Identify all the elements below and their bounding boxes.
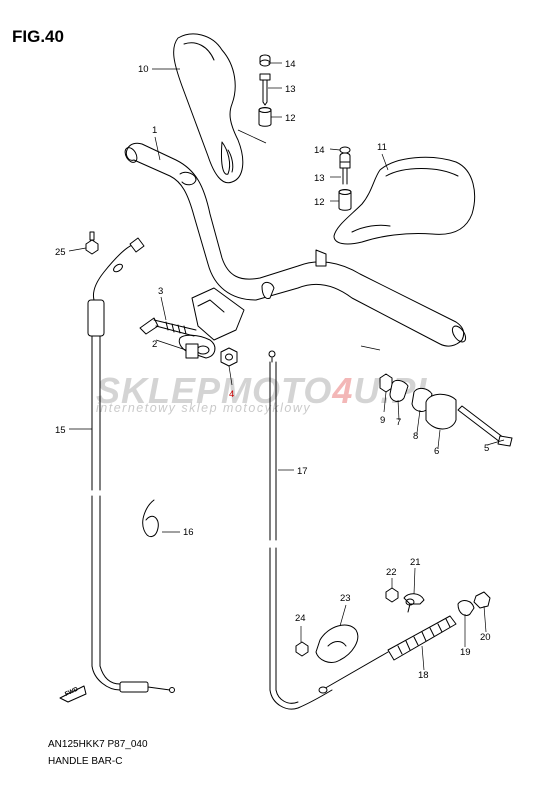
brake-cable <box>268 350 333 710</box>
callout-15: 15 <box>55 425 66 436</box>
right-guard-fasteners <box>338 146 352 211</box>
callout-7: 7 <box>396 417 401 428</box>
throttle-cable <box>87 237 175 693</box>
callout-21: 21 <box>410 557 421 568</box>
callout-14-right: 14 <box>314 145 325 156</box>
left-hand-guard <box>173 33 244 184</box>
cable-adjuster <box>318 615 457 694</box>
right-hand-guard <box>333 156 476 245</box>
section-name: HANDLE BAR-C <box>48 756 123 767</box>
callout-11: 11 <box>377 142 387 153</box>
callout-20: 20 <box>480 632 491 643</box>
callout-23: 23 <box>340 593 351 604</box>
forward-label: FWD <box>64 686 80 697</box>
callout-19: 19 <box>460 647 471 658</box>
callout-1: 1 <box>152 125 157 136</box>
figure-title: FIG.40 <box>12 27 64 46</box>
callout-8: 8 <box>413 431 418 442</box>
model-code: AN125HKK7 P87_040 <box>48 739 148 750</box>
cable-clip <box>142 499 159 537</box>
callout-10: 10 <box>138 64 149 75</box>
watermark-tagline: internetowy sklep motocyklowy <box>96 401 312 415</box>
watermark-brand-prefix: SKLEPMOTO <box>96 370 333 411</box>
callout-9: 9 <box>380 415 385 426</box>
callout-4: 4 <box>229 389 234 400</box>
callout-6: 6 <box>434 446 439 457</box>
small-bolt <box>85 231 99 255</box>
cable-stay <box>385 587 425 613</box>
cable-guide <box>295 624 359 663</box>
callout-16: 16 <box>183 527 194 538</box>
adjuster-nuts <box>457 591 491 617</box>
clamp-bolt <box>139 317 197 337</box>
callout-22: 22 <box>386 567 397 578</box>
handlebar-tube <box>124 142 467 347</box>
left-guard-fasteners <box>258 54 272 127</box>
callout-labels: 10 14 13 12 1 14 11 13 12 25 3 2 4 15 17… <box>55 59 491 681</box>
watermark-brand: SKLEPMOTO4U.PL <box>96 370 439 412</box>
callout-14: 14 <box>285 59 296 70</box>
callout-2: 2 <box>152 339 157 350</box>
callout-3: 3 <box>158 286 163 297</box>
callout-13-right: 13 <box>314 173 325 184</box>
callout-13: 13 <box>285 84 296 95</box>
callout-5: 5 <box>484 443 489 454</box>
bar-end-assembly <box>379 373 513 447</box>
clamp-nut <box>220 347 238 367</box>
callout-17: 17 <box>297 466 308 477</box>
callout-18: 18 <box>418 670 429 681</box>
callout-12-right: 12 <box>314 197 325 208</box>
callout-25: 25 <box>55 247 66 258</box>
clamp-pin <box>185 343 199 359</box>
callout-12: 12 <box>285 113 296 124</box>
callout-24: 24 <box>295 613 306 624</box>
watermark-brand-accent: 4 <box>332 370 354 411</box>
forward-arrow <box>59 685 87 703</box>
